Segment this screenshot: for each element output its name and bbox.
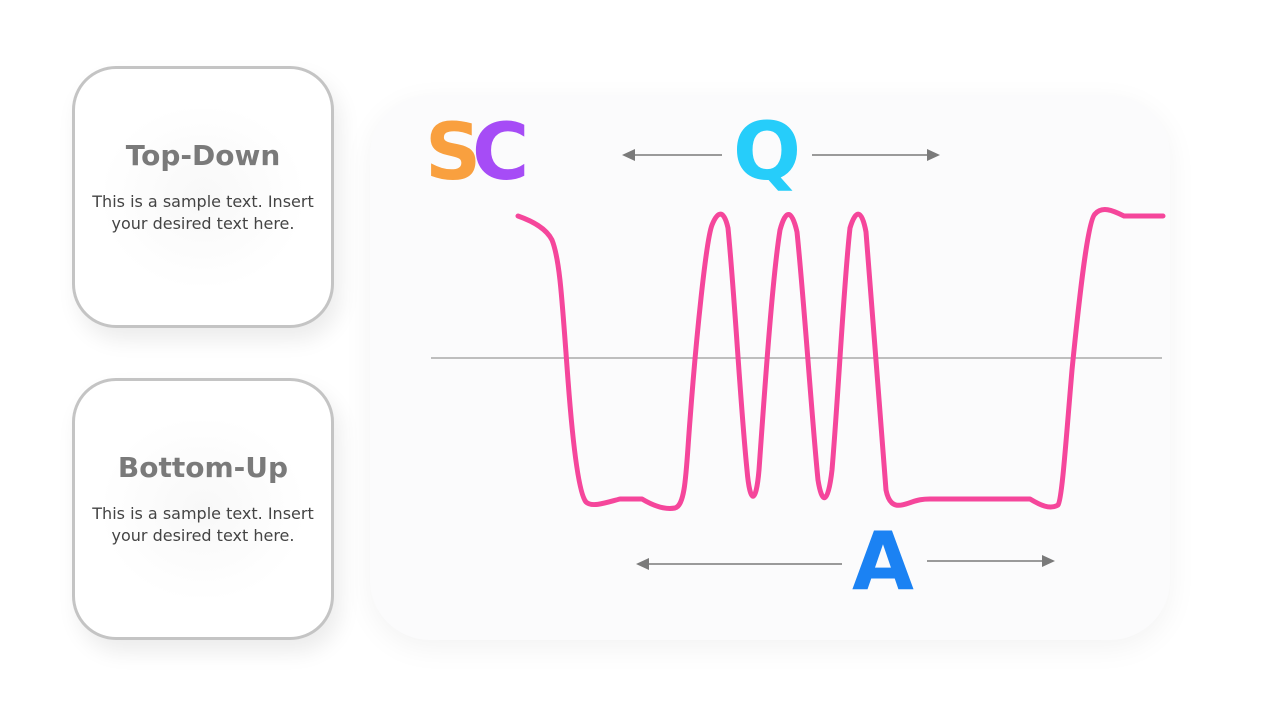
letter-c: C [472, 108, 530, 198]
waveform-line [515, 207, 1166, 511]
letter-a: A [852, 515, 914, 608]
card-body: This is a sample text. Insert your desir… [92, 192, 314, 233]
letter-s: S [425, 108, 482, 198]
card-title: Bottom-Up [117, 451, 289, 484]
card-inner-shade [105, 421, 301, 597]
a-left-arrow-icon [636, 558, 842, 570]
card-bottom-up: Bottom-Up This is a sample text. Insert … [72, 378, 334, 640]
card-body: This is a sample text. Insert your desir… [92, 504, 314, 545]
card-inner-shade [105, 109, 301, 285]
a-right-arrow-icon [927, 555, 1055, 567]
letter-q: Q [733, 105, 802, 198]
q-right-arrow-icon [812, 149, 940, 161]
diagram-panel [370, 95, 1170, 640]
card-title: Top-Down [125, 139, 281, 172]
card-top-down: Top-Down This is a sample text. Insert y… [72, 66, 334, 328]
q-left-arrow-icon [622, 149, 722, 161]
